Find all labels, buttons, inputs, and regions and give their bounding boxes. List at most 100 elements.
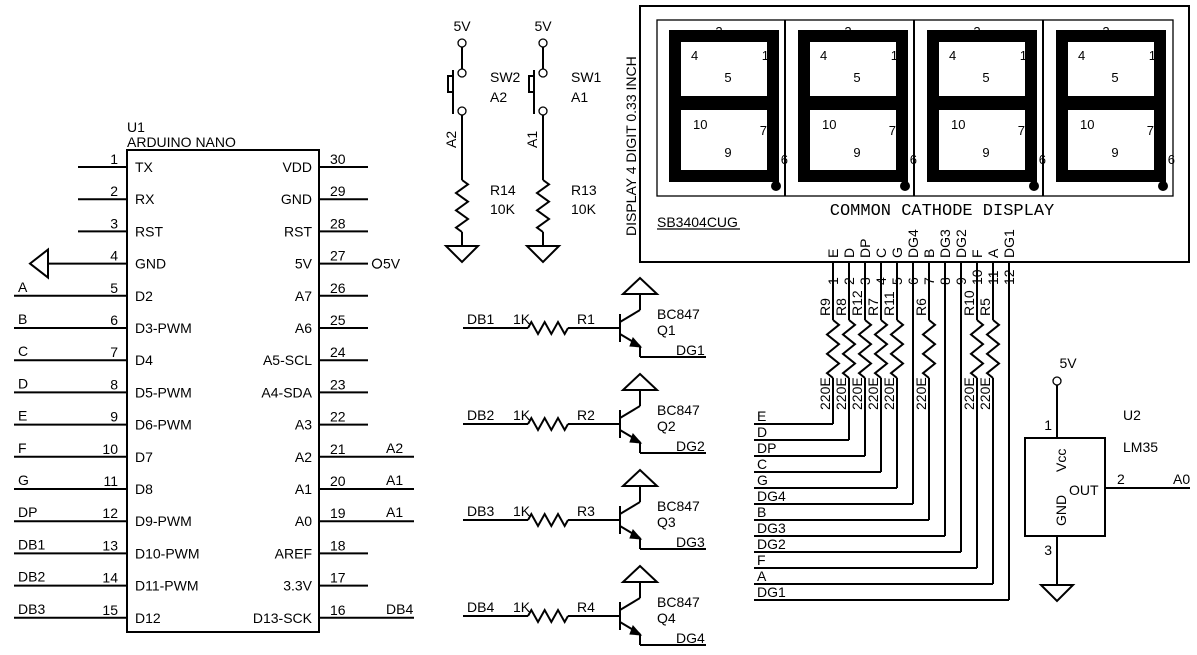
switch-contact xyxy=(538,68,548,78)
ground-symbol xyxy=(524,245,562,264)
pin-number: 4 xyxy=(110,248,118,264)
ground-symbol xyxy=(443,245,481,264)
emitter-arrow xyxy=(629,433,643,444)
resistor-ref: R13 xyxy=(571,182,597,198)
pin-name: D8 xyxy=(135,481,153,497)
pin-number: 26 xyxy=(330,280,346,296)
resistor-value: 1K xyxy=(513,599,531,615)
pin-name: 3.3V xyxy=(283,578,312,594)
segment-number: 9 xyxy=(982,145,989,160)
collector xyxy=(619,501,641,515)
pin-number: 1 xyxy=(1044,417,1052,433)
segment-resistor xyxy=(969,319,985,379)
pin-number: 5 xyxy=(110,280,118,296)
segment-resistor xyxy=(873,319,889,379)
segment-number: 5 xyxy=(724,70,731,85)
net-label: A xyxy=(18,279,28,295)
pin-name: DG2 xyxy=(953,229,969,258)
decimal-point xyxy=(900,181,910,191)
pin-number: 17 xyxy=(330,570,346,586)
pin-name: A2 xyxy=(295,449,312,465)
net-label: DG1 xyxy=(676,342,705,358)
net-label: A1 xyxy=(524,131,540,148)
segment-resistor xyxy=(921,319,937,379)
transistor-part: BC847 xyxy=(657,402,700,418)
transistor-ref: Q4 xyxy=(657,610,676,626)
segment-number: 2 xyxy=(844,24,851,39)
resistor-ref: R4 xyxy=(577,599,595,615)
segment-number: 6 xyxy=(1039,152,1046,167)
net-label: A1 xyxy=(386,472,403,488)
resistor-value: 220E xyxy=(881,377,897,410)
resistor-value: 1K xyxy=(513,311,531,327)
resistor-value: 220E xyxy=(977,377,993,410)
pin-number: 27 xyxy=(330,248,346,264)
resistor-ref: R11 xyxy=(881,291,897,316)
resistor-value: 10K xyxy=(571,201,597,217)
net-label: DB3 xyxy=(18,601,45,617)
pin-name: E xyxy=(825,249,841,258)
pin-name: C xyxy=(873,248,889,258)
segment-number: 2 xyxy=(715,24,722,39)
bus-label: E xyxy=(757,408,766,424)
pin-number: 6 xyxy=(110,312,118,328)
net-label: DB2 xyxy=(467,407,494,423)
segment-resistor xyxy=(857,319,873,379)
segment-number: 1 xyxy=(762,48,769,63)
segment-number: 6 xyxy=(910,152,917,167)
segment-number: 7 xyxy=(889,123,896,138)
net-label: C xyxy=(18,343,28,359)
segment-number: 5 xyxy=(853,70,860,85)
collector xyxy=(619,597,641,611)
pin-name: DG1 xyxy=(1001,229,1017,258)
segment-number: 2 xyxy=(973,24,980,39)
supply-label: 5V xyxy=(534,18,552,34)
segment-number: 5 xyxy=(1111,70,1118,85)
resistor-ref: R6 xyxy=(913,298,929,316)
net-label: DP xyxy=(18,504,37,520)
segment-number: 4 xyxy=(1078,48,1085,63)
segment-number: 9 xyxy=(724,145,731,160)
pin-name: Vcc xyxy=(1053,449,1069,472)
base-resistor xyxy=(527,319,569,337)
pin-name: A4-SDA xyxy=(261,384,312,400)
pin-name: RST xyxy=(135,223,163,239)
transistor-ref: Q1 xyxy=(657,322,676,338)
pin-number: 8 xyxy=(110,376,118,392)
pin-number: 25 xyxy=(330,312,346,328)
display-part: SB3404CUG xyxy=(657,214,738,230)
pin-number: 16 xyxy=(330,602,346,618)
pin-name: A1 xyxy=(295,481,312,497)
segment-number: 10 xyxy=(951,117,965,132)
emitter-arrow xyxy=(629,337,643,348)
pin-number: 18 xyxy=(330,537,346,553)
resistor-value: 220E xyxy=(913,377,929,410)
emitter-arrow xyxy=(629,625,643,636)
bus-label: G xyxy=(757,472,768,488)
base-resistor xyxy=(527,511,569,529)
segment-number: 1 xyxy=(891,48,898,63)
resistor-ref: R1 xyxy=(577,311,595,327)
net-label: A0 xyxy=(1173,471,1190,487)
pin-name: D4 xyxy=(135,352,153,368)
net-label: DB4 xyxy=(467,599,494,615)
segment-number: 9 xyxy=(853,145,860,160)
net-label: A2 xyxy=(443,131,459,148)
resistor-value: 10K xyxy=(490,201,516,217)
pin-name: VDD xyxy=(282,159,312,175)
bus-label: DG1 xyxy=(757,584,786,600)
pin-name: OUT xyxy=(1069,482,1099,498)
emitter-arrow xyxy=(629,529,643,540)
net-label: DG4 xyxy=(676,630,705,646)
net-label: F xyxy=(18,440,27,456)
pin-number: 11 xyxy=(103,473,118,489)
